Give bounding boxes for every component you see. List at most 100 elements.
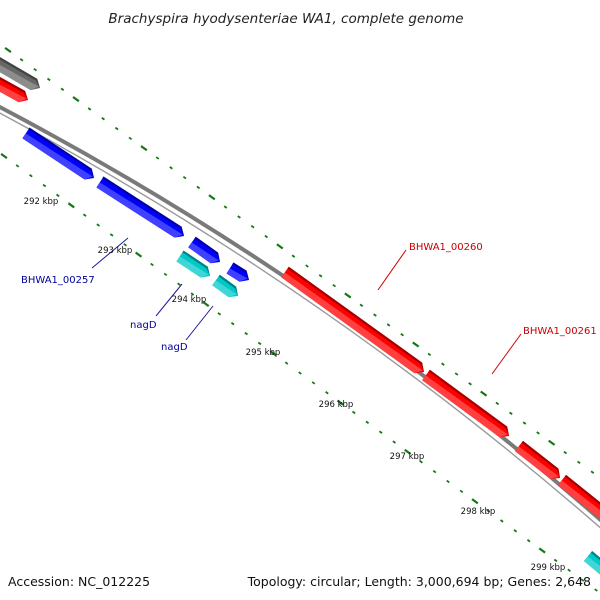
tick-label: 297 kbp	[390, 452, 425, 462]
gene-arrow-highlight	[176, 256, 209, 278]
gene-label-nagd[interactable]: nagD	[130, 320, 157, 331]
accession-text: Accession: NC_012225	[8, 574, 150, 589]
tick-mark	[526, 539, 531, 543]
tick-mark	[432, 469, 437, 474]
gene-arrow-blue[interactable]	[22, 127, 94, 180]
tick-mark	[336, 399, 344, 406]
gene-arrow-highlight	[96, 182, 183, 238]
tick-mark	[536, 431, 540, 435]
tick-mark	[19, 58, 24, 62]
tick-mark	[42, 183, 47, 188]
tick-mark	[446, 479, 450, 484]
gene-arrow-highlight	[0, 84, 27, 103]
tick-mark	[400, 333, 404, 337]
gene-arrow-red[interactable]	[281, 266, 424, 374]
gene-arrow-blue[interactable]	[226, 262, 249, 282]
gene-arrow-shadow	[182, 250, 210, 276]
tick-mark	[454, 372, 459, 376]
tick-mark	[29, 174, 33, 178]
inner-tick-dots	[0, 152, 598, 592]
tick-mark	[87, 107, 92, 111]
tick-mark	[4, 47, 12, 53]
tick-mark	[359, 303, 364, 307]
tick-mark	[269, 350, 277, 357]
genome-summary-text: Topology: circular; Length: 3,000,694 bp…	[247, 574, 591, 589]
tick-mark	[101, 117, 105, 121]
gene-arrow-highlight	[226, 268, 248, 282]
gene-arrow-highlight	[557, 480, 600, 519]
tick-label: 298 kbp	[461, 507, 496, 517]
gene-arrow-red[interactable]	[422, 369, 509, 438]
tick-mark	[325, 391, 329, 395]
tick-mark	[217, 312, 222, 316]
tick-mark	[46, 77, 51, 82]
tick-mark	[441, 362, 445, 366]
tick-mark	[55, 193, 60, 198]
tick-mark	[590, 470, 595, 474]
tick-mark	[123, 243, 127, 247]
gene-features	[0, 54, 600, 577]
gene-label-bhwa1-00257[interactable]: BHWA1_00257	[21, 275, 95, 286]
tick-mark	[96, 223, 101, 227]
gene-arrow-cyan[interactable]	[176, 250, 210, 278]
gene-arrow-highlight	[281, 272, 423, 374]
tick-mark	[471, 498, 479, 505]
tick-label: 295 kbp	[246, 348, 281, 358]
gene-arrow-grey[interactable]	[0, 54, 40, 91]
tick-mark	[202, 300, 210, 307]
tick-mark	[177, 282, 181, 286]
gene-arrow-red[interactable]	[0, 74, 28, 103]
tick-mark	[386, 323, 391, 327]
gene-arrow-blue[interactable]	[96, 176, 184, 238]
tick-mark	[480, 390, 488, 397]
gene-arrow-shadow	[102, 176, 184, 236]
leader-bhwa1-00257	[91, 237, 129, 269]
tick-mark	[244, 331, 249, 336]
tick-mark	[468, 382, 472, 386]
gene-arrow-highlight	[0, 65, 39, 91]
tick-mark	[486, 509, 491, 513]
tick-mark	[182, 175, 187, 180]
gene-arrow-shadow	[564, 474, 600, 505]
tick-mark	[291, 254, 296, 258]
gene-arrow-cyan[interactable]	[583, 551, 600, 577]
tick-label: 296 kbp	[319, 400, 354, 410]
leader-bhwa1-00261	[491, 333, 522, 375]
gene-arrow-highlight	[188, 242, 219, 264]
tick-mark	[60, 87, 65, 91]
tick-mark	[351, 410, 356, 415]
outer-tick-dots	[4, 47, 595, 474]
gene-arrow-highlight	[422, 375, 508, 438]
gene-arrow-shadow	[0, 57, 40, 88]
tick-mark	[305, 264, 309, 268]
gene-arrow-cyan[interactable]	[212, 274, 238, 298]
tick-mark	[223, 205, 228, 209]
gene-arrow-highlight	[583, 556, 600, 575]
tick-mark	[459, 489, 464, 494]
tick-mark	[548, 439, 556, 446]
tick-mark	[580, 578, 585, 582]
gene-label-bhwa1-00260[interactable]: BHWA1_00260	[409, 242, 483, 253]
label-leaders	[91, 237, 522, 375]
gene-arrow-blue[interactable]	[188, 236, 220, 264]
gene-arrow-shadow	[590, 551, 600, 561]
tick-label: 293 kbp	[98, 246, 133, 256]
tick-label: 292 kbp	[24, 197, 59, 207]
leader-bhwa1-00260	[377, 249, 407, 291]
gene-label-nagd[interactable]: nagD	[161, 342, 188, 353]
gene-arrow-highlight	[212, 280, 237, 298]
tick-mark	[373, 313, 377, 317]
gene-label-bhwa1-00261[interactable]: BHWA1_00261	[523, 326, 597, 337]
tick-mark	[67, 202, 75, 209]
tick-mark	[114, 126, 119, 131]
tick-mark	[419, 460, 423, 464]
tick-label: 294 kbp	[172, 295, 207, 305]
tick-mark	[567, 568, 571, 572]
tick-mark	[311, 381, 316, 385]
tick-mark	[553, 558, 558, 563]
tick-mark	[72, 96, 80, 103]
gene-arrow-red[interactable]	[557, 474, 600, 521]
gene-arrow-shadow	[28, 127, 94, 178]
gene-arrow-highlight	[22, 133, 93, 180]
gene-arrow-red[interactable]	[515, 440, 560, 479]
